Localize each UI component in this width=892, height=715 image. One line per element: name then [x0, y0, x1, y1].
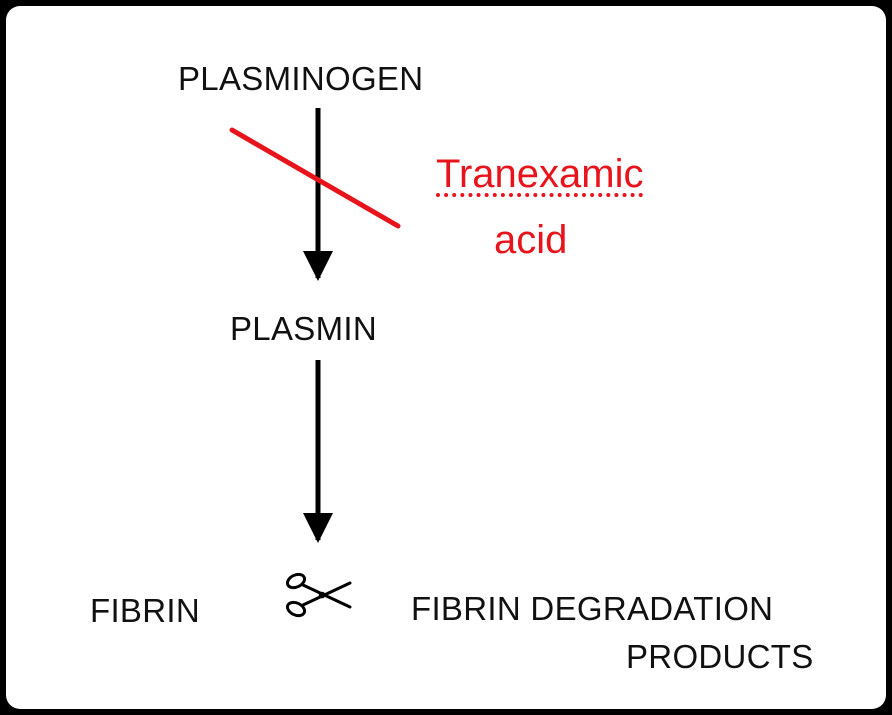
diagram-graphics	[229, 108, 401, 618]
inhibitor-label-line1: Tranexamic	[436, 152, 644, 196]
node-plasmin: PLASMIN	[230, 310, 377, 347]
node-fibrin-degradation-products-line1: FIBRIN DEGRADATION	[411, 590, 774, 627]
inhibition-slash	[229, 127, 401, 229]
scissors-icon	[285, 572, 352, 618]
node-fibrin: FIBRIN	[90, 592, 200, 629]
node-fibrin-degradation-products-line2: PRODUCTS	[626, 638, 814, 675]
node-plasminogen: PLASMINOGEN	[178, 60, 424, 97]
inhibitor-label-line2: acid	[494, 218, 568, 262]
diagram-canvas: PLASMINOGEN PLASMIN FIBRIN FIBRIN DEGRAD…	[6, 6, 886, 709]
